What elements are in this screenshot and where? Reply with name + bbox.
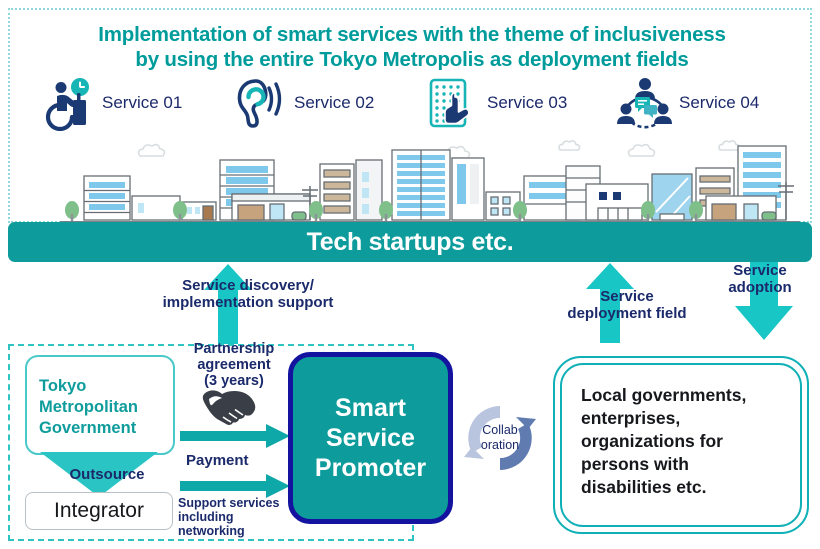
smart-service-promoter-box: Smart Service Promoter bbox=[288, 352, 453, 524]
service-adoption-arrow-icon bbox=[735, 262, 793, 345]
tokyo-metropolitan-government-box: Tokyo Metropolitan Government bbox=[25, 355, 175, 455]
tmg-label: Tokyo Metropolitan Government bbox=[39, 377, 138, 437]
service-discovery-arrow-icon bbox=[204, 264, 252, 349]
support-services-arrow-icon bbox=[180, 474, 290, 503]
headline-line-2: by using the entire Tokyo Metropolis as … bbox=[135, 48, 689, 71]
headline-line-1: Implementation of smart services with th… bbox=[98, 23, 726, 46]
service-item-label: Service 01 bbox=[102, 93, 183, 112]
partnership-agreement-label: Partnership agreement (3 years) bbox=[193, 341, 275, 389]
city-skyline-illustration bbox=[20, 138, 820, 230]
page-title: Implementation of smart services with th… bbox=[10, 22, 814, 72]
stakeholders-panel: Local governments, enterprises, organiza… bbox=[553, 356, 809, 534]
outsource-label: Outsource bbox=[69, 466, 145, 483]
service-discovery-label: Service discovery/ implementation suppor… bbox=[162, 277, 334, 311]
promoter-label: Smart Service Promoter bbox=[314, 394, 427, 482]
integrator-box: Integrator bbox=[25, 492, 173, 530]
top-panel: Implementation of smart services with th… bbox=[8, 8, 814, 224]
stakeholders-label: Local governments, enterprises, organiza… bbox=[581, 385, 747, 497]
stakeholders-panel-inner-border bbox=[560, 363, 802, 527]
service-item-label: Service 04 bbox=[679, 93, 760, 112]
services-row: Service 01 Service 02 bbox=[10, 72, 814, 134]
outsource-arrow-icon bbox=[40, 452, 158, 502]
service-deployment-label: Service deployment field bbox=[567, 288, 687, 322]
service-item-01: Service 01 bbox=[40, 72, 182, 134]
collaboration-label: Collab oration bbox=[480, 423, 520, 452]
collaboration-cycle: Collab oration bbox=[460, 398, 540, 478]
braille-pad-touch-icon bbox=[425, 75, 481, 131]
people-conversation-icon bbox=[617, 75, 673, 131]
tech-startups-bar: Tech startups etc. bbox=[8, 222, 812, 262]
service-item-04: Service 04 bbox=[617, 72, 759, 134]
wheelchair-user-desk-clock-icon bbox=[40, 75, 96, 132]
service-item-02: Service 02 bbox=[232, 72, 374, 134]
tech-startups-label: Tech startups etc. bbox=[306, 227, 514, 256]
service-item-label: Service 03 bbox=[487, 93, 568, 112]
service-deployment-arrow-icon bbox=[586, 263, 634, 348]
handshake-icon bbox=[196, 384, 272, 433]
integrator-label: Integrator bbox=[54, 499, 144, 522]
payment-arrow-icon bbox=[180, 424, 290, 453]
circular-arrows-icon bbox=[464, 406, 536, 470]
service-item-label: Service 02 bbox=[294, 93, 375, 112]
support-services-label: Support services including networking bbox=[178, 496, 280, 538]
service-item-03: Service 03 bbox=[425, 72, 567, 134]
payment-label: Payment bbox=[186, 452, 249, 469]
ear-hearing-icon bbox=[232, 75, 288, 131]
service-adoption-label: Service adoption bbox=[728, 262, 792, 296]
